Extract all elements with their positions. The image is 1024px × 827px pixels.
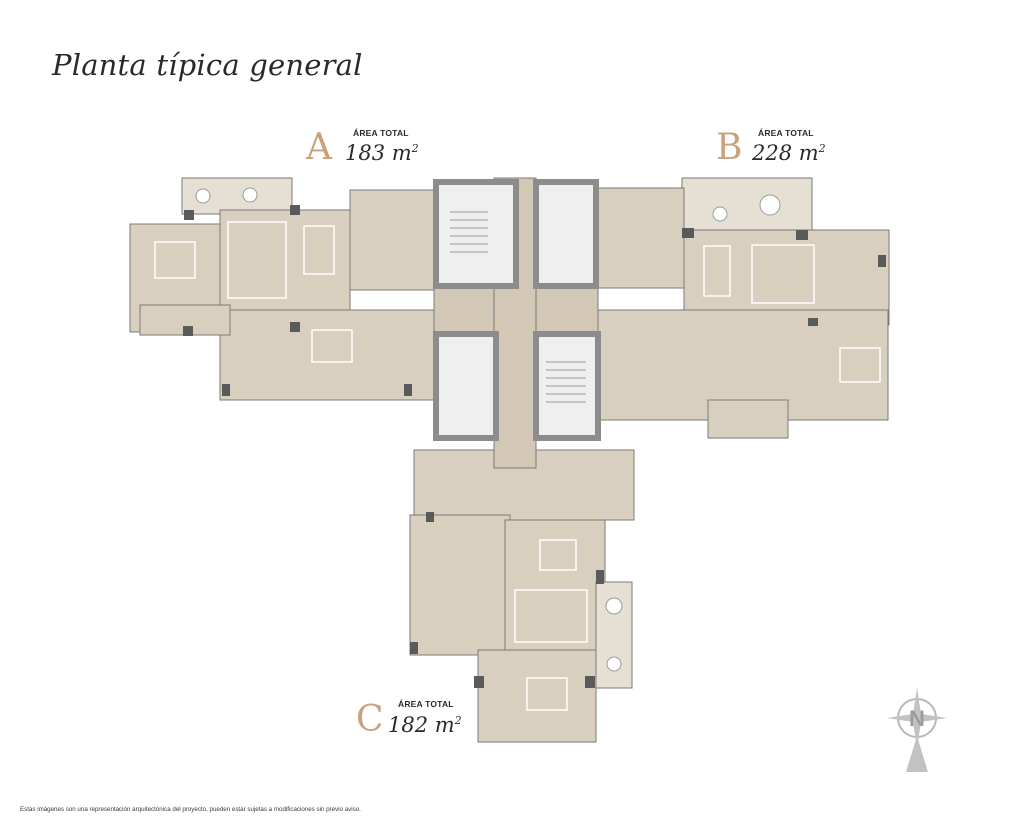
stair-hatching <box>450 211 586 403</box>
terrace-tables <box>195 187 781 672</box>
unit-a-area-value: 183 m2 <box>345 141 419 165</box>
furniture-hints <box>154 221 881 711</box>
unit-b-letter: B <box>716 127 743 168</box>
unit-c-area-value: 182 m2 <box>388 713 462 737</box>
compass-letter: N <box>909 706 925 731</box>
disclaimer-note: Estas imágenes son una representación ar… <box>20 806 361 813</box>
unit-c-area-caption: ÁREA TOTAL <box>398 699 454 709</box>
page-title: Planta típica general <box>52 48 363 82</box>
unit-b-area <box>597 177 890 439</box>
unit-a-area <box>129 177 436 401</box>
building-cores <box>433 179 601 441</box>
structural-columns <box>183 205 886 688</box>
unit-a-area-caption: ÁREA TOTAL <box>353 128 409 138</box>
unit-c-area <box>409 449 635 743</box>
unit-c-letter: C <box>356 699 384 740</box>
north-compass-icon: N <box>887 688 947 772</box>
unit-b-area-value: 228 m2 <box>752 141 826 165</box>
unit-b-area-caption: ÁREA TOTAL <box>758 128 814 138</box>
unit-a-letter: A <box>306 127 332 168</box>
